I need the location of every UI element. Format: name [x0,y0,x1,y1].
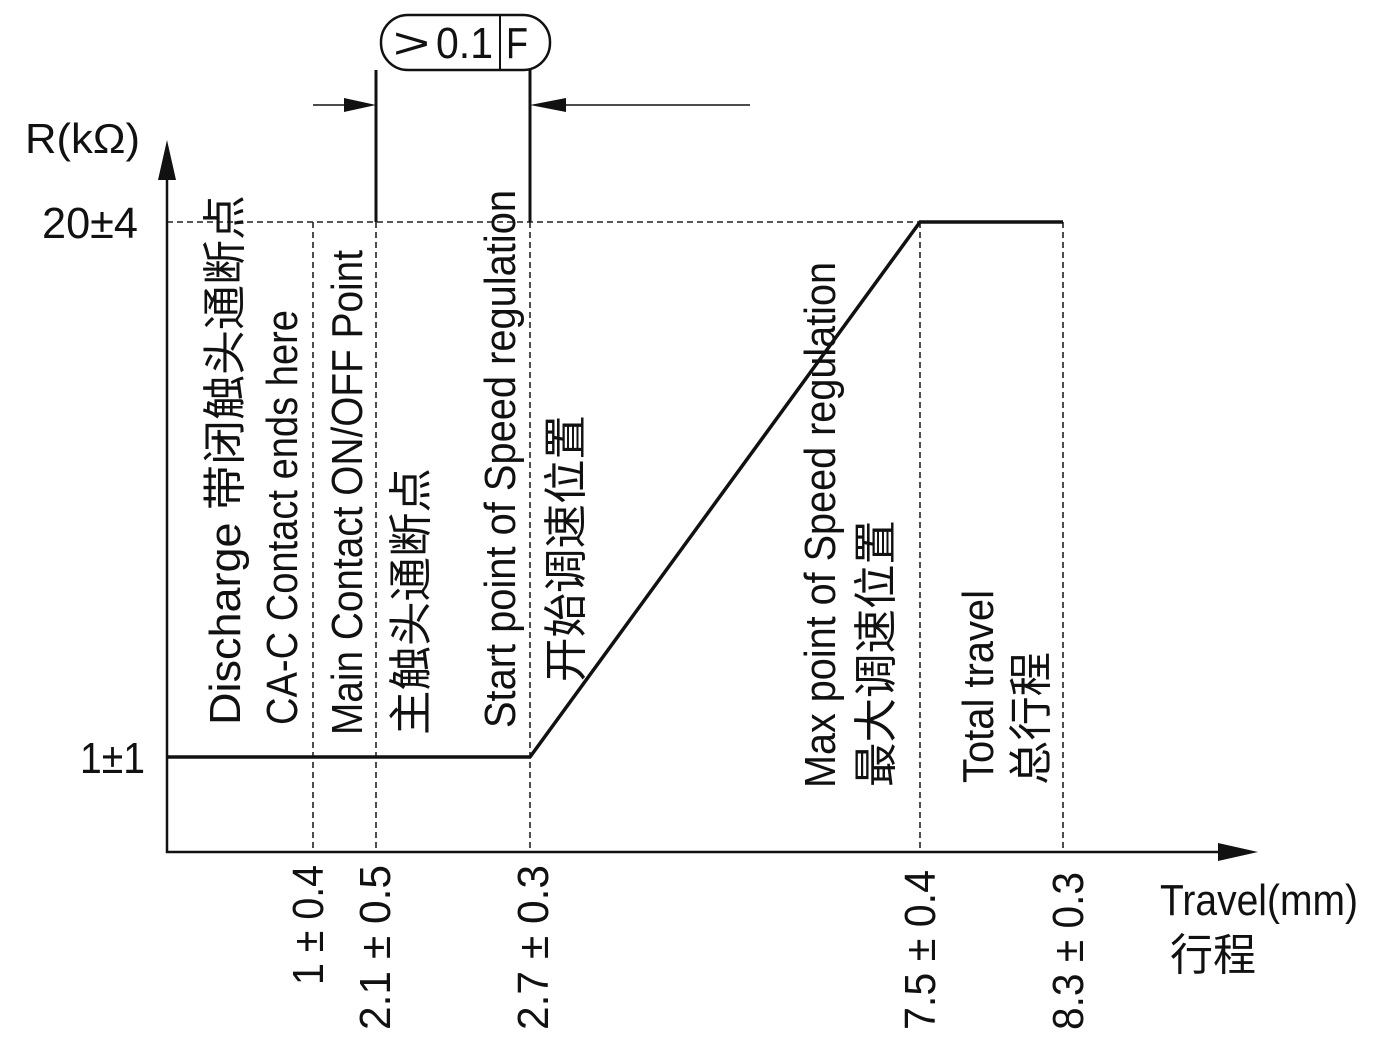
dimension-arrowhead-right [344,98,376,112]
dimension-arrowhead-left [530,98,566,112]
y-tick-label-min: 1±1 [80,734,145,783]
series-line-1 [167,220,1063,759]
tolerance-value: 0.1 [436,19,493,68]
tolerance-datum: F [506,19,528,68]
y-tick-label-max: 20±4 [42,199,138,248]
annotation-speed-start-cn: 开始调速位置 [542,415,591,682]
annotation-main-contact: Main Contact ON/OFF Point [323,250,372,735]
annotation-speed-max: Max point of Speed regulation [796,262,845,788]
annotation-main-contact-cn: 主触头通断点 [387,468,436,735]
x-tick-label: 1 ± 0.4 [284,865,333,985]
x-tick-label: 2.1 ± 0.5 [351,865,400,1030]
annotation-speed-max-cn: 最大调速位置 [852,520,901,787]
x-axis-arrowhead [1218,843,1258,861]
annotation-total-travel: Total travel [954,590,1003,783]
x-axis-label: Travel(mm) [1160,876,1358,925]
x-tick-label: 7.5 ± 0.4 [896,870,945,1030]
x-tick-label: 2.7 ± 0.3 [509,865,558,1030]
annotation-ca-c-contact: CA-C Contact ends here [258,310,307,725]
x-tick-label: 8.3 ± 0.3 [1044,872,1093,1030]
tolerance-frame-border [379,13,552,72]
annotation-discharge: Discharge 带闭触头通断点 [201,195,250,725]
x-axis-label-cn: 行程 [1170,931,1256,980]
annotation-speed-start: Start point of Speed regulation [476,190,525,728]
y-axis-arrowhead [158,140,176,180]
tolerance-frame: > 0.1 F [379,13,552,72]
y-axis-label: R(kΩ) [25,115,140,162]
annotation-total-travel-cn: 总行程 [1007,652,1056,785]
tolerance-symbol: > [393,19,430,68]
chart-marks [167,220,1064,852]
